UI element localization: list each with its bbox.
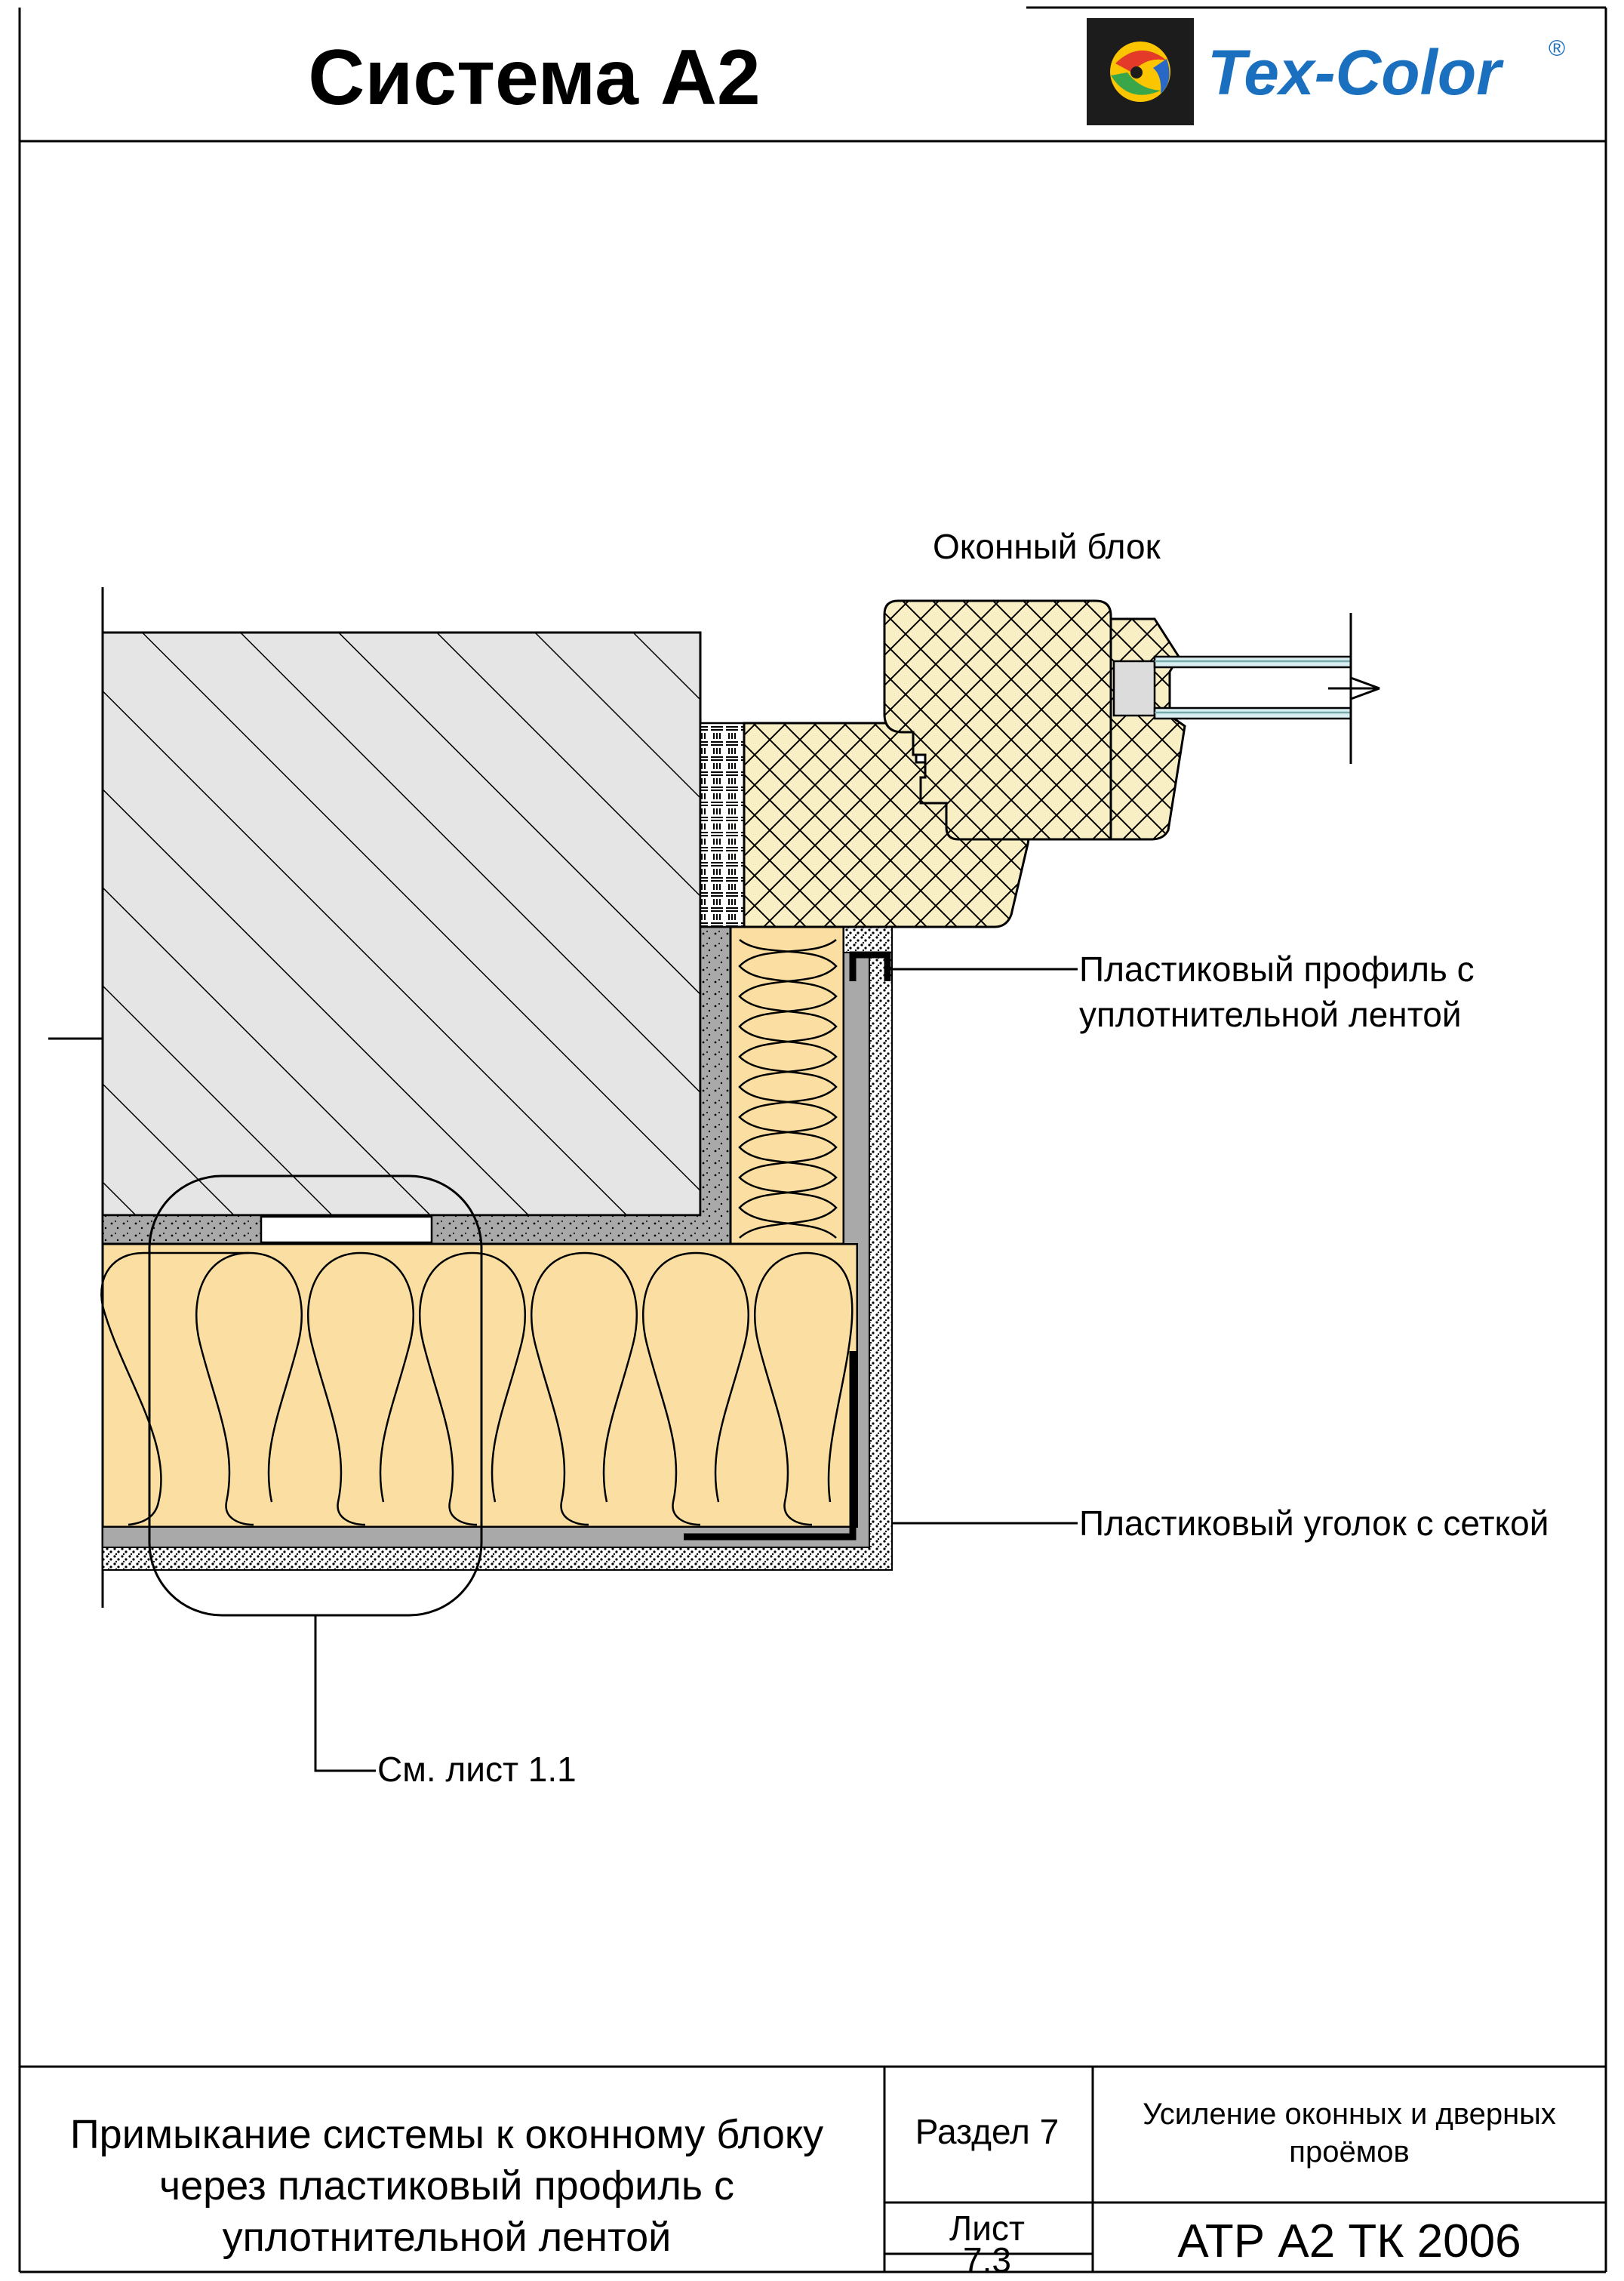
topic-line1: Усиление оконных и дверных (1143, 2098, 1556, 2131)
glazing-seal (1112, 660, 1156, 717)
sealing-tape (843, 926, 893, 953)
window-sash (883, 599, 1112, 841)
plastic-corner (684, 1351, 857, 1541)
detail-callout (148, 1174, 483, 1772)
drawing-description-line2: через пластиковый профиль с (159, 2163, 734, 2209)
section-label: Раздел 7 (915, 2112, 1059, 2151)
profile-label-line2: уплотнительной лентой (1079, 995, 1462, 1034)
sheet-number: 7.3 (963, 2240, 1011, 2279)
window-block-label: Оконный блок (933, 527, 1161, 566)
reveal-insulation (729, 925, 845, 1245)
glass-break-line (1328, 613, 1380, 764)
brand-logo: Tex-Color ® (1087, 18, 1565, 125)
brand-name: Tex-Color (1207, 37, 1504, 108)
profile-label-line1: Пластиковый профиль с (1079, 950, 1475, 989)
concrete-wall (101, 631, 702, 1217)
sheet-frame (18, 6, 1607, 2273)
drawing-description-line3: уплотнительной лентой (223, 2215, 672, 2260)
glazing-bead (1109, 617, 1186, 841)
see-sheet-label: См. лист 1.1 (377, 1750, 577, 1789)
adhesive-gap (260, 1215, 433, 1244)
title-block (20, 2065, 1606, 2272)
insulation-lobes (100, 1251, 854, 1526)
corner-label: Пластиковый уголок с сеткой (1079, 1504, 1549, 1543)
sheet-label: Лист (949, 2209, 1025, 2248)
glass-unit (1153, 655, 1352, 720)
drawing-description-line1: Примыкание системы к оконному блоку (70, 2112, 823, 2157)
palette-icon (1110, 42, 1170, 102)
foam-joint (699, 722, 746, 928)
topic-line2: проёмов (1289, 2135, 1409, 2169)
page-title: Система А2 (308, 34, 761, 122)
document-code: АТР А2 ТК 2006 (1177, 2215, 1521, 2267)
reveal-insulation-lobes (738, 939, 838, 1239)
brand-registered-mark: ® (1549, 36, 1565, 61)
section-drawing (48, 587, 1380, 1608)
